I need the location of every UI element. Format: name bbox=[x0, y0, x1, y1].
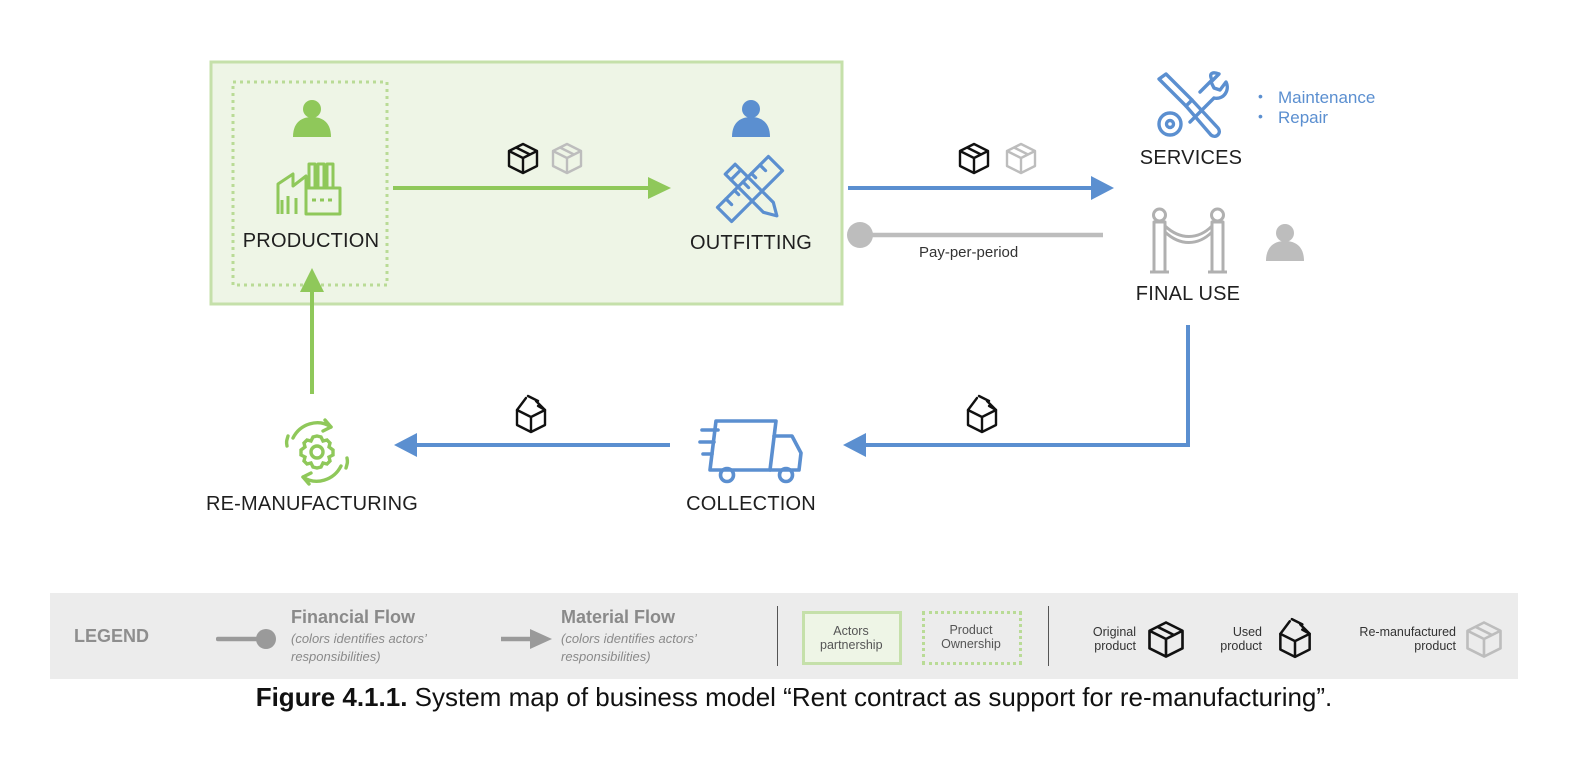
legend: LEGEND Financial Flow (colors identifies… bbox=[50, 593, 1518, 679]
stanchion-rope-icon bbox=[1150, 207, 1227, 274]
legend-original-product-icon bbox=[1148, 621, 1184, 658]
services-item-maintenance: Maintenance bbox=[1278, 88, 1376, 107]
legend-financial-flow-name: Financial Flow bbox=[291, 607, 416, 627]
re-manufacturing-label: RE-MANUFACTURING bbox=[205, 493, 419, 515]
legend-material-flow-note: (colors identifies actors’ responsibilit… bbox=[561, 631, 697, 664]
production-label: PRODUCTION bbox=[242, 230, 380, 252]
factory-icon bbox=[276, 162, 342, 216]
used-product-box-icon bbox=[515, 394, 547, 434]
svg-text:•: • bbox=[1258, 88, 1263, 104]
legend-actors-partnership-swatch bbox=[802, 611, 902, 665]
services-label: SERVICES bbox=[1139, 147, 1243, 169]
legend-product-ownership-label: Product Ownership bbox=[941, 623, 1001, 651]
delivery-truck-icon bbox=[698, 419, 803, 484]
legend-separator bbox=[1048, 606, 1049, 666]
legend-title: LEGEND bbox=[74, 626, 150, 646]
financial-flow-label: Pay-per-period bbox=[919, 244, 1019, 261]
legend-product-ownership-swatch bbox=[922, 611, 1022, 665]
legend-separator bbox=[777, 606, 778, 666]
collection-label: COLLECTION bbox=[686, 493, 816, 515]
figure-caption-text: System map of business model “Rent contr… bbox=[407, 682, 1333, 712]
original-product-box-icon bbox=[958, 142, 990, 175]
system-map-diagram: • • bbox=[209, 60, 1304, 486]
legend-material-flow-name: Material Flow bbox=[561, 607, 676, 627]
person-icon bbox=[1266, 224, 1304, 261]
legend-remanufactured-product-icon bbox=[1466, 621, 1502, 658]
final-use-label: FINAL USE bbox=[1135, 283, 1241, 305]
outfitting-label: OUTFITTING bbox=[690, 232, 812, 254]
services-item-repair: Repair bbox=[1278, 108, 1329, 127]
tools-ruler-pencil-icon bbox=[715, 154, 785, 224]
legend-actors-partnership-label: Actors partnership bbox=[820, 624, 883, 652]
remanufactured-product-box-icon bbox=[1005, 142, 1037, 175]
svg-text:•: • bbox=[1258, 108, 1263, 124]
wrench-screwdriver-icon bbox=[1157, 71, 1229, 138]
financial-flow-symbol bbox=[216, 629, 276, 649]
used-product-box-icon bbox=[966, 394, 998, 434]
legend-used-product-label: Used product bbox=[1220, 625, 1262, 653]
legend-original-product-label: Original product bbox=[1092, 625, 1136, 653]
material-flow-symbol bbox=[501, 629, 552, 649]
recycle-gear-icon bbox=[284, 418, 350, 486]
legend-remanufactured-product-label: Re-manufactured product bbox=[1359, 625, 1456, 653]
figure-caption: Figure 4.1.1. System map of business mod… bbox=[0, 682, 1588, 713]
legend-financial-flow-note: (colors identifies actors’ responsibilit… bbox=[291, 631, 427, 664]
legend-used-product-icon bbox=[1279, 617, 1311, 659]
figure-number: Figure 4.1.1. bbox=[255, 682, 408, 712]
